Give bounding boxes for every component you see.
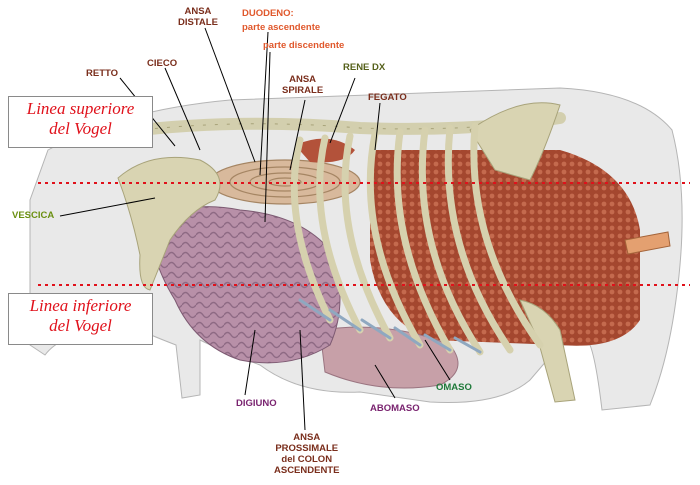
esophagus xyxy=(624,231,671,255)
label-fegato: FEGATO xyxy=(368,92,407,103)
label-digiuno: DIGIUNO xyxy=(236,398,277,409)
label-vescica: VESCICA xyxy=(12,210,55,221)
label-rene-dx: RENE DX xyxy=(343,62,386,73)
label-parte-ascendente: parte ascendente xyxy=(242,22,321,33)
label-abomaso: ABOMASO xyxy=(370,403,420,414)
intestine-mass xyxy=(149,206,341,364)
scapula xyxy=(469,102,561,181)
vogel-upper-line2: del Vogel xyxy=(49,119,112,138)
label-ansa-spirale: ANSA SPIRALE xyxy=(282,74,324,96)
label-parte-discendente: parte discendente xyxy=(263,40,345,51)
vogel-upper-line1: Linea superiore xyxy=(26,99,135,118)
label-cieco: CIECO xyxy=(147,58,178,69)
label-retto: RETTO xyxy=(86,68,119,79)
label-omaso: OMASO xyxy=(436,382,472,393)
abomaso-organ xyxy=(319,326,459,389)
vogel-upper-box: Linea superiore del Vogel xyxy=(8,96,153,148)
front-leg xyxy=(519,299,576,403)
label-ansa-distale: ANSA DISTALE xyxy=(178,6,218,28)
vogel-lower-line1: Linea inferiore xyxy=(29,296,132,315)
label-ansa-prossimale: ANSA PROSSIMALE del COLON ASCENDENTE xyxy=(274,432,340,476)
pelvis xyxy=(117,156,221,291)
label-duodeno: DUODENO: xyxy=(242,8,294,19)
ribs xyxy=(290,122,544,356)
vogel-lower-line2: del Vogel xyxy=(49,316,112,335)
vogel-lower-box: Linea inferiore del Vogel xyxy=(8,293,153,345)
liver-stomach xyxy=(370,150,640,346)
